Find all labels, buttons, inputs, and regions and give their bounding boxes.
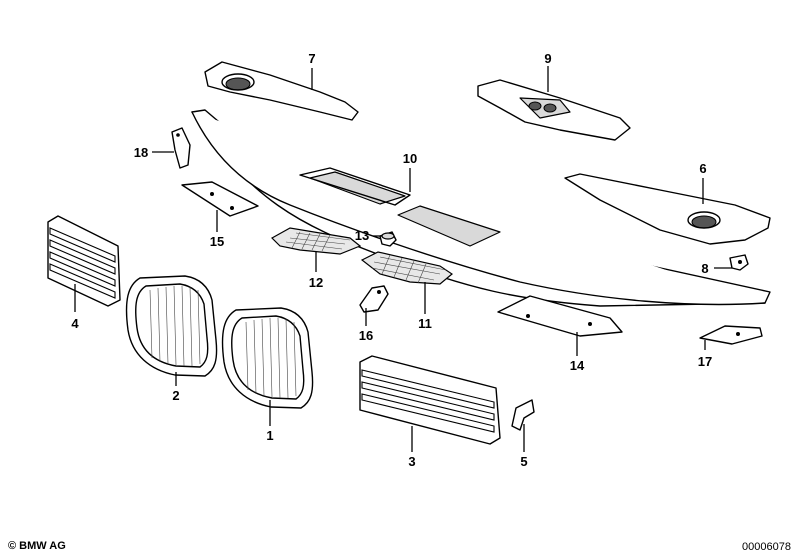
callout-13: 13: [355, 228, 369, 243]
callout-3: 3: [408, 454, 415, 469]
copyright-notice: © BMW AG: [8, 540, 66, 552]
callout-1: 1: [266, 428, 273, 443]
callout-2: 2: [172, 388, 179, 403]
part-11-filter-grid[interactable]: [360, 251, 454, 285]
document-number: 00006078: [742, 541, 791, 553]
part-2-kidney-grille-left[interactable]: [125, 275, 218, 377]
part-15-plate[interactable]: [181, 181, 259, 217]
callout-7: 7: [308, 51, 315, 66]
callout-9: 9: [544, 51, 551, 66]
callout-16: 16: [359, 328, 373, 343]
part-9-duct[interactable]: [477, 79, 631, 141]
callout-4: 4: [71, 316, 79, 331]
callout-6: 6: [699, 161, 706, 176]
part-18-clip[interactable]: [171, 127, 191, 169]
part-16-clip[interactable]: [359, 285, 389, 313]
part-10-air-panel[interactable]: [191, 109, 771, 307]
callout-11: 11: [418, 316, 432, 331]
part-8-clip[interactable]: [729, 254, 749, 271]
callout-17: 17: [698, 354, 712, 369]
part-1-kidney-grille-right[interactable]: [221, 307, 314, 409]
leader-lines: [74, 66, 732, 452]
callout-8: 8: [701, 261, 708, 276]
callout-labels: 7 9 10 6 18 15 13 12 11 16 8 14 17 4 2 1…: [71, 51, 712, 469]
callout-5: 5: [520, 454, 527, 469]
part-12-filter-grid[interactable]: [271, 227, 362, 255]
part-17-plate[interactable]: [699, 325, 763, 345]
part-14-plate[interactable]: [497, 295, 623, 337]
part-4-side-grille[interactable]: [47, 215, 121, 307]
callout-15: 15: [210, 234, 224, 249]
part-6-duct[interactable]: [564, 173, 771, 245]
part-7-duct[interactable]: [204, 61, 359, 121]
callout-10: 10: [403, 151, 417, 166]
part-3-side-grille[interactable]: [359, 355, 501, 445]
callout-12: 12: [309, 275, 323, 290]
callout-14: 14: [570, 358, 585, 373]
part-5-bracket[interactable]: [511, 399, 535, 431]
callout-18: 18: [134, 145, 148, 160]
